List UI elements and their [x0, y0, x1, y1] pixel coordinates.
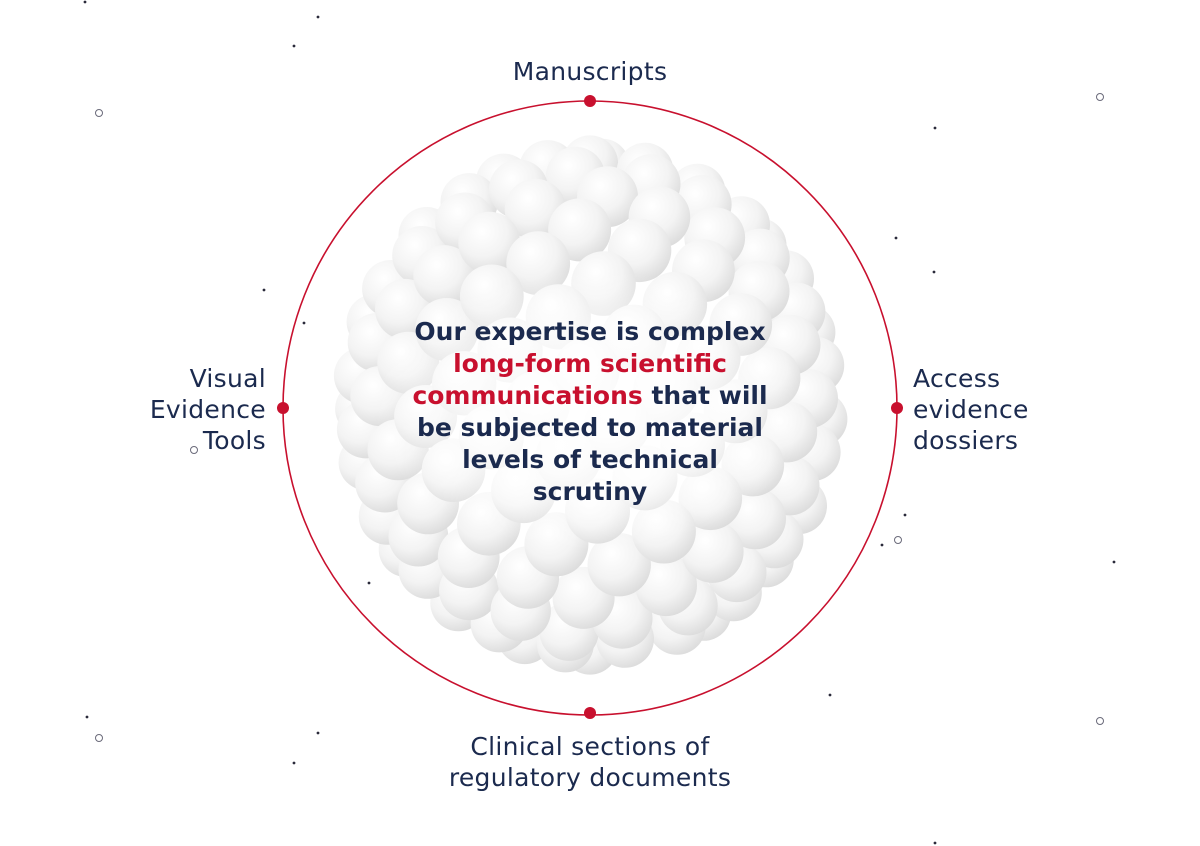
speck-dot [316, 731, 320, 735]
label-line: Access [913, 364, 1001, 393]
speck-dot [302, 321, 306, 325]
speck-dot [828, 693, 832, 697]
speck-dot [1112, 560, 1116, 564]
sphere-ball [458, 211, 521, 274]
label-line: dossiers [913, 426, 1019, 455]
speck-dot [85, 715, 89, 719]
sphere-ball [681, 520, 744, 583]
speck-ring [95, 734, 103, 742]
statement-line: Our expertise is complex [414, 317, 766, 346]
statement-line: communications that will [385, 380, 795, 412]
speck-dot [292, 761, 296, 765]
background-specks [83, 0, 1116, 845]
node-right-dot [891, 402, 903, 414]
statement-line: be subjected to material [417, 413, 763, 442]
statement-line: scrutiny [532, 477, 648, 506]
speck-ring [894, 536, 902, 544]
statement-highlight: long-form scientific [453, 349, 727, 378]
node-bottom-dot [584, 707, 596, 719]
speck-ring [1096, 717, 1104, 725]
speck-dot [262, 288, 266, 292]
label-manuscripts: Manuscripts [420, 56, 760, 87]
speck-dot [903, 513, 907, 517]
speck-dot [880, 543, 884, 547]
label-clinical-sections: Clinical sections of regulatory document… [390, 731, 790, 793]
label-access-evidence-dossiers: Access evidence dossiers [913, 363, 1113, 456]
label-visual-evidence-tools: Visual Evidence Tools [110, 363, 266, 456]
speck-dot [292, 44, 296, 48]
label-line: Visual [189, 364, 266, 393]
label-line: Tools [202, 426, 266, 455]
speck-dot [316, 15, 320, 19]
statement-text: that will [642, 381, 768, 410]
speck-dot [933, 841, 937, 845]
speck-ring [190, 446, 198, 454]
speck-dot [894, 236, 898, 240]
speck-ring [95, 109, 103, 117]
label-line: evidence [913, 395, 1029, 424]
text-glow [375, 270, 805, 550]
label-line: Manuscripts [512, 57, 668, 86]
speck-dot [367, 581, 371, 585]
label-line: Evidence [149, 395, 266, 424]
statement-highlight: communications [412, 381, 643, 410]
speck-dot [932, 270, 936, 274]
node-top-dot [584, 95, 596, 107]
label-line: Clinical sections of [470, 732, 710, 761]
expertise-statement: Our expertise is complex long-form scien… [385, 316, 795, 508]
speck-ring [1096, 93, 1104, 101]
label-line: regulatory documents [448, 763, 732, 792]
node-left-dot [277, 402, 289, 414]
sphere-ball [635, 554, 697, 617]
speck-dot [933, 126, 937, 130]
statement-line: levels of technical [462, 445, 718, 474]
sphere-ball [413, 245, 475, 307]
speck-dot [83, 0, 87, 4]
